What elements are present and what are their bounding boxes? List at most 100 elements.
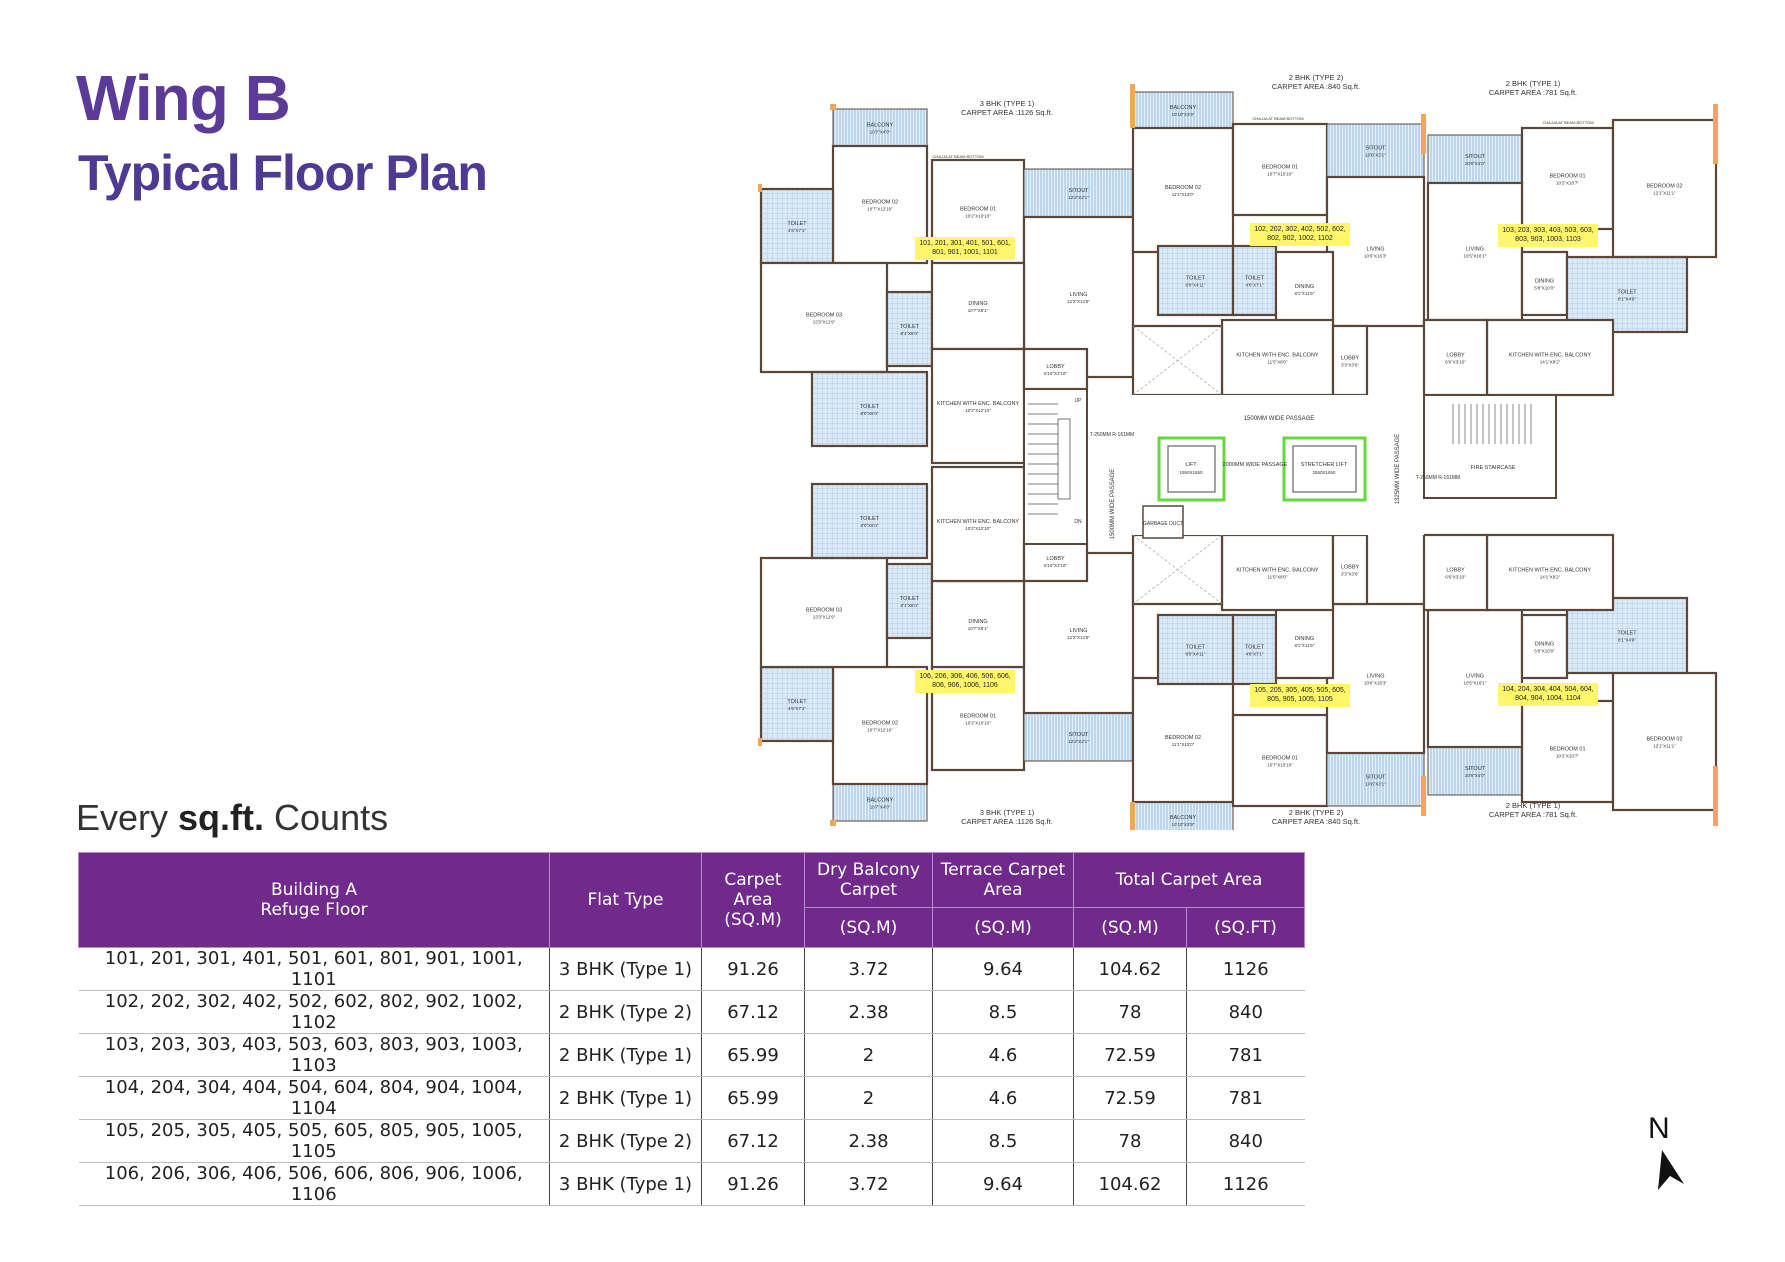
room-dining — [930, 579, 1026, 669]
room-name: BEDROOM 02 — [1646, 184, 1682, 190]
room-name: BEDROOM 02 — [1165, 185, 1201, 191]
room-toilet — [885, 562, 934, 640]
room-name: BALCONY — [1170, 815, 1197, 821]
garbage-duct-label: GARBAGE DUCT — [1143, 521, 1183, 527]
room-size: 10'2"X10'10" — [965, 214, 991, 219]
cell-carpet: 65.99 — [701, 1076, 805, 1120]
stretcher-lift-size: 2550X1650 — [1312, 470, 1336, 475]
room-dining — [1274, 250, 1335, 328]
cell-terrace: 9.64 — [932, 1162, 1074, 1206]
room-size: 10'7"X8'1" — [968, 626, 989, 631]
room-size: 10'7"X12'10" — [867, 728, 893, 733]
room-balcony — [832, 783, 928, 822]
room-kitchen-with-enc-balcony — [1485, 533, 1615, 612]
stair-well — [1057, 418, 1071, 500]
cell-carpet: 67.12 — [701, 1119, 805, 1163]
cell-total-sqm: 72.59 — [1073, 1076, 1187, 1120]
wall-end — [758, 738, 762, 746]
page-subtitle: Typical Floor Plan — [78, 145, 488, 201]
room-name: BEDROOM 02 — [862, 721, 898, 727]
room-lobby — [1331, 324, 1369, 397]
fire-staircase-label: FIRE STAIRCASE — [1471, 465, 1516, 471]
passage-label-horizontal: 1500MM WIDE PASSAGE — [1244, 416, 1315, 422]
room-name: TOILET — [1617, 290, 1637, 296]
room-size: 6'10"X3'10" — [1044, 563, 1067, 568]
room-size: 3'3"X3'6" — [1341, 572, 1359, 577]
room-size: 8'1"X11'5" — [1294, 291, 1314, 296]
room-size: 12'2"X14'9" — [1067, 635, 1090, 640]
header-unit-sqm: (SQ.M) — [804, 907, 933, 948]
unit-type-label: 2 BHK (TYPE 2) — [1289, 74, 1344, 82]
cell-total-sqm: 104.62 — [1073, 1162, 1187, 1206]
tagline: Every sq.ft. Counts — [76, 800, 388, 836]
wall-end — [1421, 776, 1426, 816]
room-name: DINING — [1535, 642, 1554, 648]
table-row: 101, 201, 301, 401, 501, 601, 801, 901, … — [78, 947, 1305, 991]
cell-total-sqft: 840 — [1186, 1119, 1305, 1163]
flats-label: 102, 202, 302, 402, 502, 602, 802, 902, … — [1254, 226, 1346, 242]
shaft-cross — [1132, 325, 1223, 396]
header-unit-sqm: (SQ.M) — [1073, 907, 1187, 948]
room-name: TOILET — [1617, 631, 1637, 637]
room-size: 10'7"X10'10" — [1267, 763, 1293, 768]
room-name: LIVING — [1366, 247, 1384, 253]
cell-total-sqft: 781 — [1186, 1033, 1305, 1077]
area-table: Building A Refuge Floor Flat Type Carpet… — [78, 852, 1305, 1206]
room-name: BALCONY — [867, 123, 894, 129]
room-sitout — [1427, 746, 1523, 796]
cell-flats: 106, 206, 306, 406, 506, 606, 806, 906, … — [78, 1162, 550, 1206]
cell-terrace: 8.5 — [932, 1119, 1074, 1163]
room-bedroom-02 — [831, 144, 929, 265]
room-balcony — [832, 108, 928, 147]
cell-dry-balcony: 2 — [804, 1076, 933, 1120]
cell-carpet: 91.26 — [701, 1162, 805, 1206]
room-size: 6'6"X3'10" — [1445, 360, 1466, 365]
flats-highlight — [915, 670, 1015, 693]
tagline-post: Counts — [264, 797, 389, 838]
room-name: BEDROOM 01 — [1549, 747, 1585, 753]
stair-up: UP — [1075, 398, 1083, 404]
chajja-label: CHAJJA AT BEAM BOTTOM — [1252, 116, 1303, 121]
room-size: 8'0"X4'11" — [1185, 283, 1205, 288]
header-terrace: Terrace Carpet Area — [932, 852, 1074, 908]
unit-area-label: CARPET AREA :1126 Sq.ft. — [961, 108, 1053, 117]
room-name: SITOUT — [1068, 188, 1089, 194]
tagline-pre: Every — [76, 797, 179, 838]
room-size: 8'0"X4'11" — [1185, 652, 1205, 657]
cell-total-sqm: 78 — [1073, 990, 1187, 1034]
cell-dry-balcony: 2 — [804, 1033, 933, 1077]
room-size: 10'2"X10'7" — [1556, 181, 1579, 186]
room-name: BEDROOM 03 — [806, 608, 842, 614]
table-row: 104, 204, 304, 404, 504, 604, 804, 904, … — [78, 1076, 1305, 1120]
wall-end — [1713, 104, 1718, 164]
fire-stair-note: T-250MM R-161MM — [1416, 475, 1460, 481]
room-size: 10'7"X12'10" — [867, 207, 893, 212]
header-building: Building A Refuge Floor — [78, 852, 550, 948]
header-flat-type: Flat Type — [549, 852, 702, 948]
room-size: 10'5"X16'1" — [1464, 254, 1487, 259]
cell-type: 3 BHK (Type 1) — [549, 947, 702, 991]
room-size: 10'10"X3'9" — [1172, 822, 1195, 827]
header-unit-sqm: (SQ.M) — [932, 907, 1074, 948]
cell-flats: 103, 203, 303, 403, 503, 603, 803, 903, … — [78, 1033, 550, 1077]
room-size: 12'2"X3'1" — [1068, 195, 1089, 200]
room-name: LIVING — [1466, 674, 1484, 680]
room-name: DINING — [1535, 279, 1554, 285]
chajja-label: CHAJJA AT BEAM BOTTOM — [1542, 120, 1593, 125]
room-size: 8'1"X4'6" — [1618, 297, 1636, 302]
room-size: 8'1"X5'0" — [901, 603, 919, 608]
room-size: 10'6"X3'1" — [1365, 782, 1386, 787]
room-size: 13'3"X11'9" — [813, 320, 836, 325]
room-size: 10'2"X10'7" — [1556, 754, 1579, 759]
room-toilet — [810, 370, 929, 448]
cell-dry-balcony: 3.72 — [804, 947, 933, 991]
cell-total-sqft: 840 — [1186, 990, 1305, 1034]
north-label: N — [1648, 1112, 1670, 1145]
main-staircase — [1023, 388, 1088, 545]
room-size: 10'7"X4'0" — [870, 805, 891, 810]
room-dining — [1274, 602, 1335, 680]
room-name: LIVING — [1069, 628, 1087, 634]
room-size: 8'0"X5'0" — [861, 411, 879, 416]
room-bedroom-01 — [1231, 713, 1329, 808]
room-size: 8'1"X4'6" — [1618, 638, 1636, 643]
